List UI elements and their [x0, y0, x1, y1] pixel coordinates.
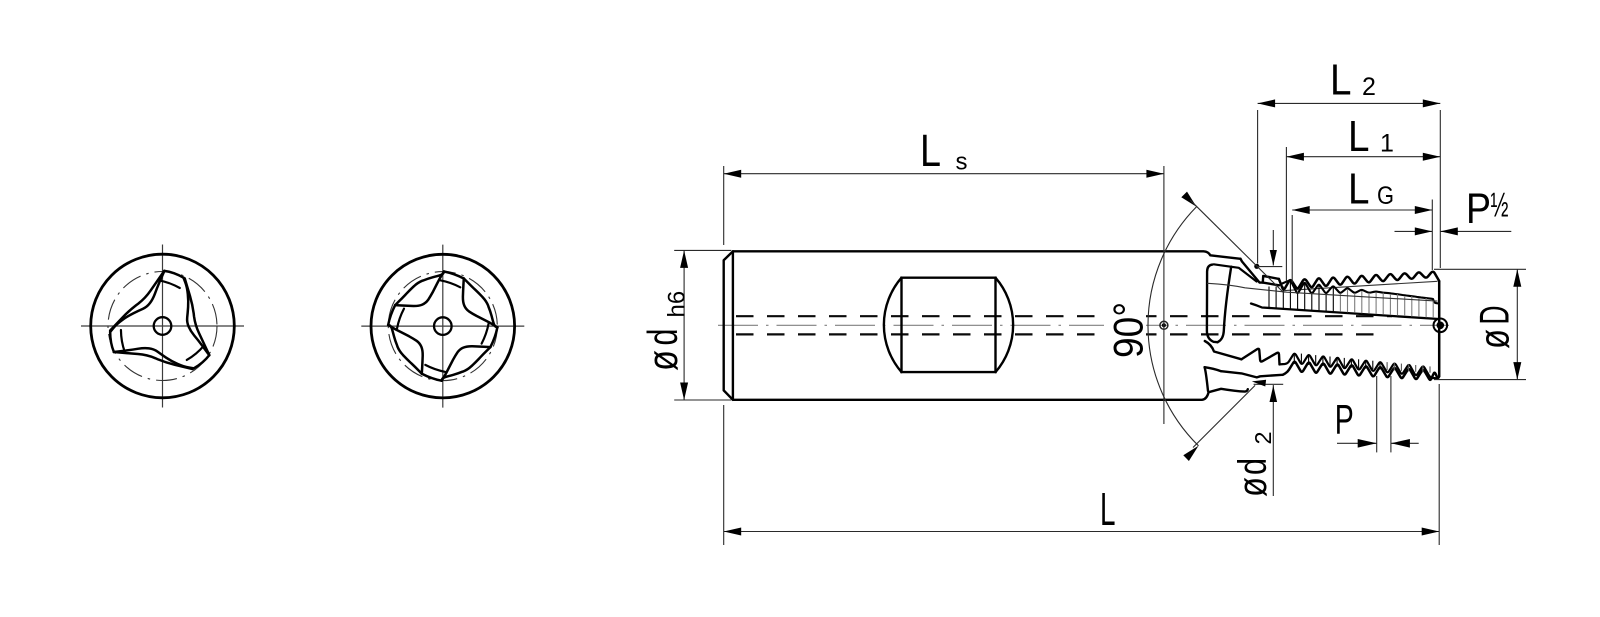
svg-text:L: L	[1330, 56, 1352, 105]
svg-text:d: d	[639, 329, 686, 346]
svg-text:D: D	[1471, 306, 1518, 325]
svg-text:ø: ø	[639, 350, 686, 371]
svg-text:2: 2	[1250, 432, 1276, 445]
svg-text:90°: 90°	[1105, 302, 1152, 358]
svg-text:L: L	[920, 125, 941, 176]
svg-text:d: d	[1231, 458, 1275, 475]
svg-text:L: L	[1348, 165, 1370, 214]
svg-text:s: s	[956, 149, 968, 176]
svg-text:G: G	[1377, 182, 1394, 210]
svg-text:ø: ø	[1231, 477, 1275, 497]
svg-text:½: ½	[1491, 187, 1509, 225]
svg-text:h6: h6	[664, 291, 691, 318]
svg-text:L: L	[1100, 483, 1116, 535]
svg-text:1: 1	[1380, 130, 1394, 158]
svg-text:2: 2	[1362, 73, 1376, 101]
svg-text:ø: ø	[1471, 329, 1518, 349]
svg-text:P: P	[1466, 185, 1491, 233]
svg-text:L: L	[1348, 112, 1370, 161]
svg-text:P: P	[1335, 396, 1354, 443]
